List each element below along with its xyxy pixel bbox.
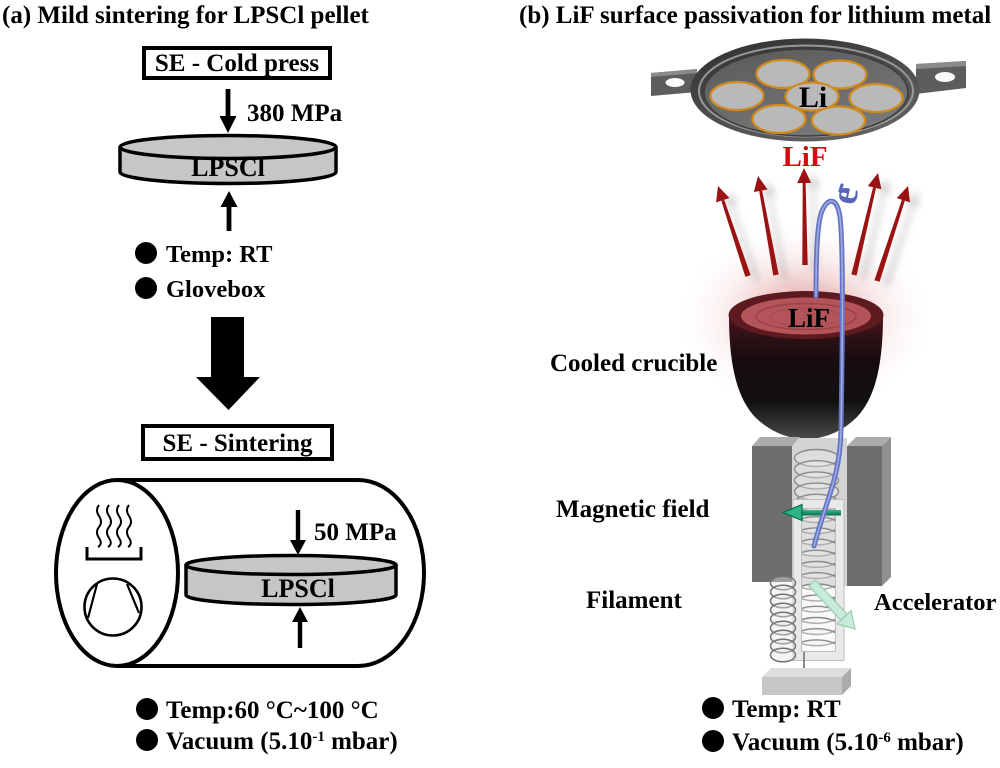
svg-text:(a) Mild sintering for LPSCl p: (a) Mild sintering for LPSCl pellet (2, 2, 370, 29)
svg-text:380 MPa: 380 MPa (247, 100, 343, 127)
svg-text:Temp: RT: Temp: RT (732, 696, 841, 723)
svg-text:LPSCl: LPSCl (261, 574, 335, 603)
svg-text:LiF: LiF (782, 141, 827, 173)
svg-text:Vacuum (5.10-1 mbar): Vacuum (5.10-1 mbar) (166, 728, 398, 755)
svg-text:Magnetic field: Magnetic field (556, 496, 710, 523)
svg-text:Li: Li (799, 81, 827, 114)
svg-text:50 MPa: 50 MPa (314, 519, 397, 546)
svg-text:SE - Sintering: SE - Sintering (162, 430, 313, 457)
svg-text:Cooled crucible: Cooled crucible (550, 350, 717, 377)
svg-text:Temp: RT: Temp: RT (166, 241, 272, 268)
svg-text:Accelerator: Accelerator (874, 589, 997, 616)
svg-text:Glovebox: Glovebox (166, 276, 266, 303)
svg-text:(b) LiF surface passivation fo: (b) LiF surface passivation for lithium … (519, 2, 991, 29)
svg-text:LPSCl: LPSCl (191, 153, 265, 182)
svg-text:LiF: LiF (788, 303, 830, 333)
svg-text:Vacuum (5.10-6 mbar): Vacuum (5.10-6 mbar) (732, 729, 964, 756)
svg-text:SE - Cold press: SE - Cold press (155, 50, 319, 77)
svg-text:Temp:60 °C~100 °C: Temp:60 °C~100 °C (166, 697, 379, 724)
svg-text:Filament: Filament (586, 587, 682, 614)
